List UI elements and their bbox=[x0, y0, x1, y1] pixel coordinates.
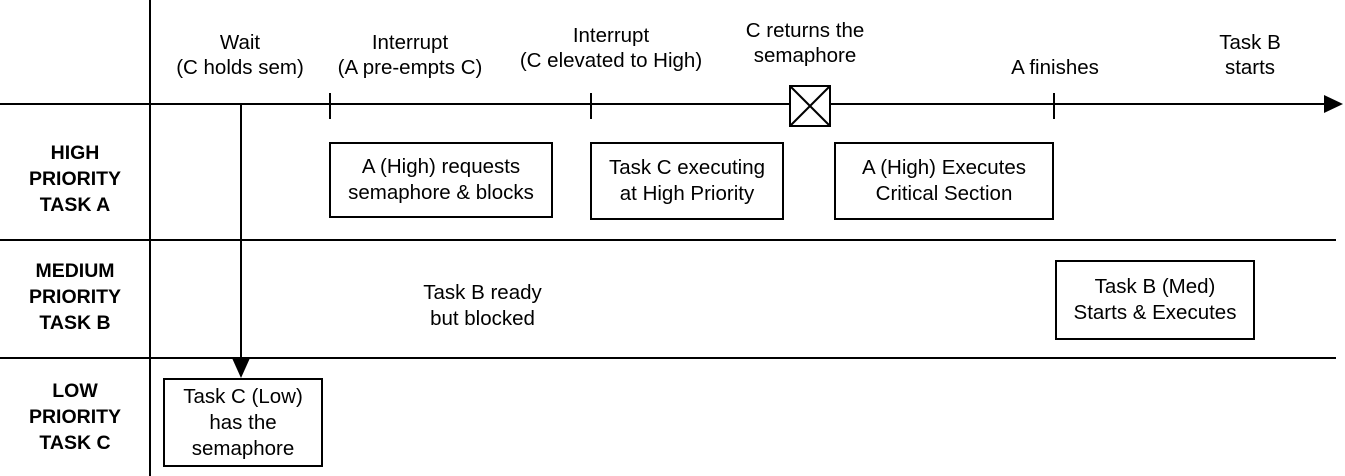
event-label-wait: Wait (C holds sem) bbox=[150, 30, 330, 80]
note-b-ready-blocked: Task B ready but blocked bbox=[380, 280, 585, 332]
row-high-line1: HIGH bbox=[50, 142, 100, 164]
box-c-has-sem-line3: semaphore bbox=[191, 436, 295, 460]
box-c-executing-line2: at High Priority bbox=[619, 182, 755, 205]
box-a-requests-semaphore: A (High) requests semaphore & blocks bbox=[329, 142, 553, 218]
row-label-medium: MEDIUM PRIORITY TASK B bbox=[0, 258, 150, 336]
box-c-executing-high: Task C executing at High Priority bbox=[590, 142, 784, 220]
row-high-line2: PRIORITY bbox=[28, 168, 122, 190]
event-interrupt-a-line2: (A pre-empts C) bbox=[337, 56, 483, 79]
event-sem-return-line2: semaphore bbox=[753, 44, 857, 67]
row-label-high: HIGH PRIORITY TASK A bbox=[0, 140, 150, 218]
event-wait-line2: (C holds sem) bbox=[176, 56, 304, 79]
row-low-line1: LOW bbox=[52, 380, 98, 402]
event-wait-line1: Wait bbox=[219, 31, 261, 54]
event-label-sem-return: C returns the semaphore bbox=[715, 18, 895, 68]
row-low-line3: TASK C bbox=[39, 432, 111, 454]
box-c-has-semaphore: Task C (Low) has the semaphore bbox=[163, 378, 323, 467]
row-low-line2: PRIORITY bbox=[28, 406, 122, 428]
box-a-requests-line2: semaphore & blocks bbox=[348, 181, 534, 204]
semaphore-return-marker bbox=[789, 85, 831, 127]
event-a-finishes-line: A finishes bbox=[1011, 56, 1099, 79]
event-label-a-finishes: A finishes bbox=[980, 55, 1130, 80]
box-c-has-sem-line1: Task C (Low) bbox=[183, 384, 303, 408]
event-sem-return-line1: C returns the bbox=[745, 19, 865, 42]
event-b-starts-line1: Task B bbox=[1219, 31, 1281, 54]
box-a-critical-line2: Critical Section bbox=[875, 182, 1013, 205]
event-interrupt-a-line1: Interrupt bbox=[371, 31, 449, 54]
box-b-executes-line2: Starts & Executes bbox=[1073, 301, 1237, 324]
event-interrupt-c-line2: (C elevated to High) bbox=[519, 49, 703, 72]
row-high-line3: TASK A bbox=[39, 194, 111, 216]
box-a-requests-line1: A (High) requests bbox=[361, 155, 521, 178]
note-b-blocked-line1: Task B ready bbox=[423, 281, 542, 304]
box-b-executes-line1: Task B (Med) bbox=[1094, 275, 1216, 298]
event-label-interrupt-a: Interrupt (A pre-empts C) bbox=[315, 30, 505, 80]
note-b-blocked-line2: but blocked bbox=[430, 307, 535, 330]
event-label-interrupt-c: Interrupt (C elevated to High) bbox=[496, 23, 726, 73]
box-c-has-sem-line2: has the bbox=[209, 410, 277, 434]
box-a-critical-section: A (High) Executes Critical Section bbox=[834, 142, 1054, 220]
event-b-starts-line2: starts bbox=[1224, 56, 1276, 79]
row-medium-line3: TASK B bbox=[39, 312, 111, 334]
box-a-critical-line1: A (High) Executes bbox=[861, 156, 1027, 179]
box-b-executes: Task B (Med) Starts & Executes bbox=[1055, 260, 1255, 340]
box-c-executing-line1: Task C executing bbox=[608, 156, 766, 179]
timeline-arrowhead bbox=[1324, 95, 1343, 113]
event-label-b-starts: Task B starts bbox=[1190, 30, 1310, 80]
row-medium-line1: MEDIUM bbox=[35, 260, 115, 282]
row-medium-line2: PRIORITY bbox=[28, 286, 122, 308]
event-interrupt-c-line1: Interrupt bbox=[572, 24, 650, 47]
wait-arrowhead bbox=[232, 358, 250, 378]
row-label-low: LOW PRIORITY TASK C bbox=[0, 378, 150, 456]
